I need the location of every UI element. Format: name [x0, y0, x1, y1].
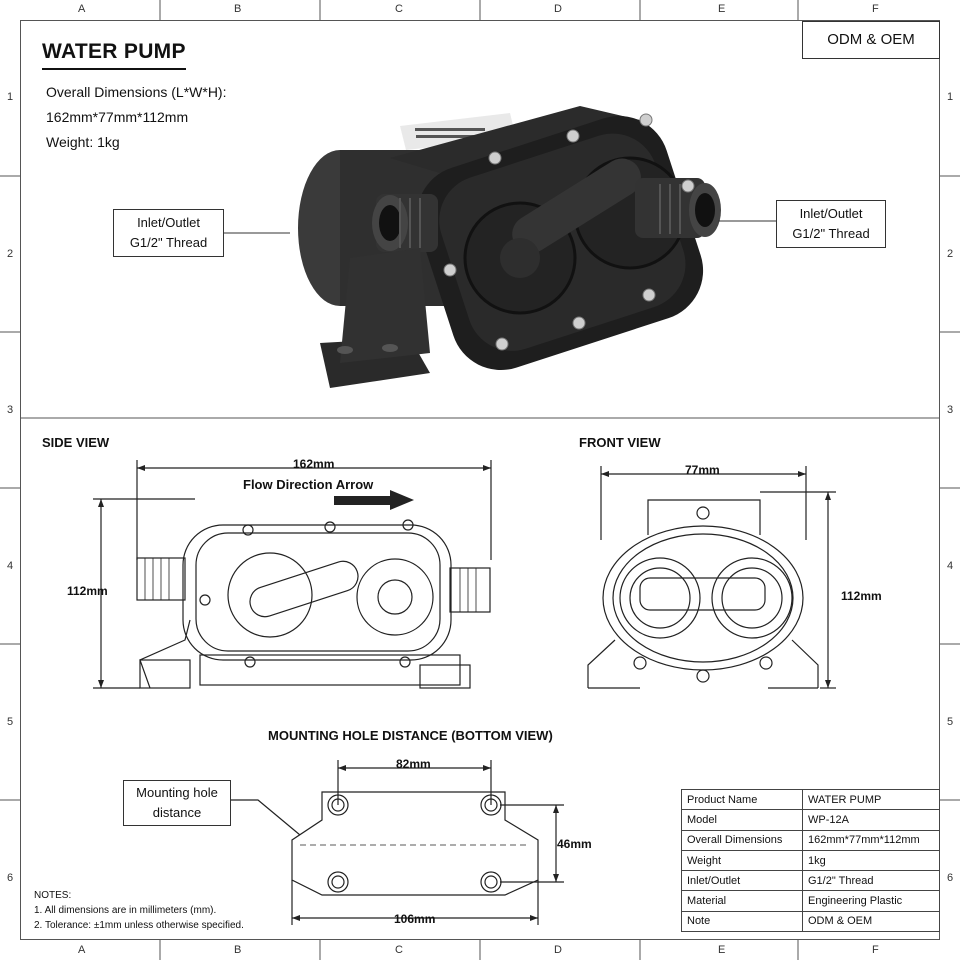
side-view-heading: SIDE VIEW — [42, 435, 110, 450]
col-label: A — [78, 3, 86, 15]
odm-badge: ODM & OEM — [802, 21, 940, 59]
table-value: 162mm*77mm*112mm — [802, 829, 940, 851]
col-label: D — [554, 944, 562, 956]
inlet-outlet-callout-left: Inlet/Outlet G1/2" Thread — [113, 209, 224, 257]
front-height-dim: 112mm — [841, 589, 882, 603]
row-label: 1 — [946, 91, 954, 103]
callout-text: G1/2" Thread — [129, 235, 208, 250]
table-key: Note — [681, 910, 803, 933]
table-value: ODM & OEM — [802, 910, 940, 933]
row-label: 6 — [6, 872, 14, 884]
table-key: Product Name — [681, 788, 803, 811]
col-label: F — [872, 944, 879, 956]
row-ruler-right: 1 2 3 4 5 6 — [940, 0, 960, 960]
table-value: Engineering Plastic — [802, 890, 940, 912]
col-label: B — [234, 3, 242, 15]
table-value: G1/2" Thread — [802, 870, 940, 892]
callout-text: Mounting hole — [136, 785, 218, 800]
col-label: D — [554, 3, 562, 15]
table-value: 1kg — [802, 849, 940, 872]
pump-photo — [298, 106, 721, 388]
row-label: 5 — [946, 716, 954, 728]
col-label: A — [78, 944, 86, 956]
callout-text: distance — [152, 805, 202, 820]
row-label: 4 — [946, 560, 954, 572]
row-label: 3 — [946, 404, 954, 416]
inlet-outlet-callout-right: Inlet/Outlet G1/2" Thread — [776, 200, 886, 248]
row-ruler-left: 1 2 3 4 5 6 — [0, 0, 20, 960]
col-label: E — [718, 3, 726, 15]
col-label: E — [718, 944, 726, 956]
table-key: Weight — [681, 849, 803, 872]
bottom-depth-dim: 46mm — [557, 837, 592, 851]
row-label: 3 — [6, 404, 14, 416]
row-label: 1 — [6, 91, 14, 103]
table-key: Inlet/Outlet — [681, 870, 803, 892]
table-key: Overall Dimensions — [681, 829, 803, 851]
row-label: 2 — [946, 248, 954, 260]
drawing-frame — [20, 20, 940, 940]
callout-text: Inlet/Outlet — [137, 215, 200, 230]
dims-label: Overall Dimensions (L*W*H): — [46, 84, 227, 100]
col-label: B — [234, 944, 242, 956]
row-label: 5 — [6, 716, 14, 728]
column-ruler-top: A B C D E F — [0, 0, 960, 20]
title-underline — [42, 68, 186, 70]
row-label: 2 — [6, 248, 14, 260]
notes-heading: NOTES: — [34, 890, 72, 901]
note-item: 2. Tolerance: ±1mm unless otherwise spec… — [34, 920, 244, 931]
flow-direction-label: Flow Direction Arrow — [243, 477, 374, 492]
side-height-dim: 112mm — [67, 584, 108, 598]
table-value: WATER PUMP — [802, 788, 940, 811]
row-label: 6 — [946, 872, 954, 884]
notes-block: NOTES: 1. All dimensions are in millimet… — [34, 888, 244, 933]
page-title: WATER PUMP — [42, 40, 186, 63]
bottom-view-heading: MOUNTING HOLE DISTANCE (BOTTOM VIEW) — [268, 728, 553, 743]
table-key: Material — [681, 890, 803, 912]
col-label: C — [395, 944, 403, 956]
col-label: C — [395, 3, 403, 15]
front-view-heading: FRONT VIEW — [579, 435, 661, 450]
hole-spacing-dim: 82mm — [396, 757, 431, 771]
col-label: F — [872, 3, 879, 15]
row-label: 4 — [6, 560, 14, 572]
note-item: 1. All dimensions are in millimeters (mm… — [34, 905, 217, 916]
side-length-dim: 162mm — [293, 457, 335, 471]
table-key: Model — [681, 809, 803, 831]
callout-text: G1/2" Thread — [792, 226, 870, 241]
dims-value: 162mm*77mm*112mm — [46, 109, 189, 125]
column-ruler-bottom: A B C D E F — [0, 941, 960, 961]
weight-spec: Weight: 1kg — [46, 134, 120, 150]
mounting-hole-callout: Mounting hole distance — [123, 780, 231, 826]
front-width-dim: 77mm — [685, 463, 720, 477]
callout-text: Inlet/Outlet — [799, 206, 863, 221]
base-length-dim: 106mm — [394, 912, 436, 926]
table-value: WP-12A — [802, 809, 940, 831]
